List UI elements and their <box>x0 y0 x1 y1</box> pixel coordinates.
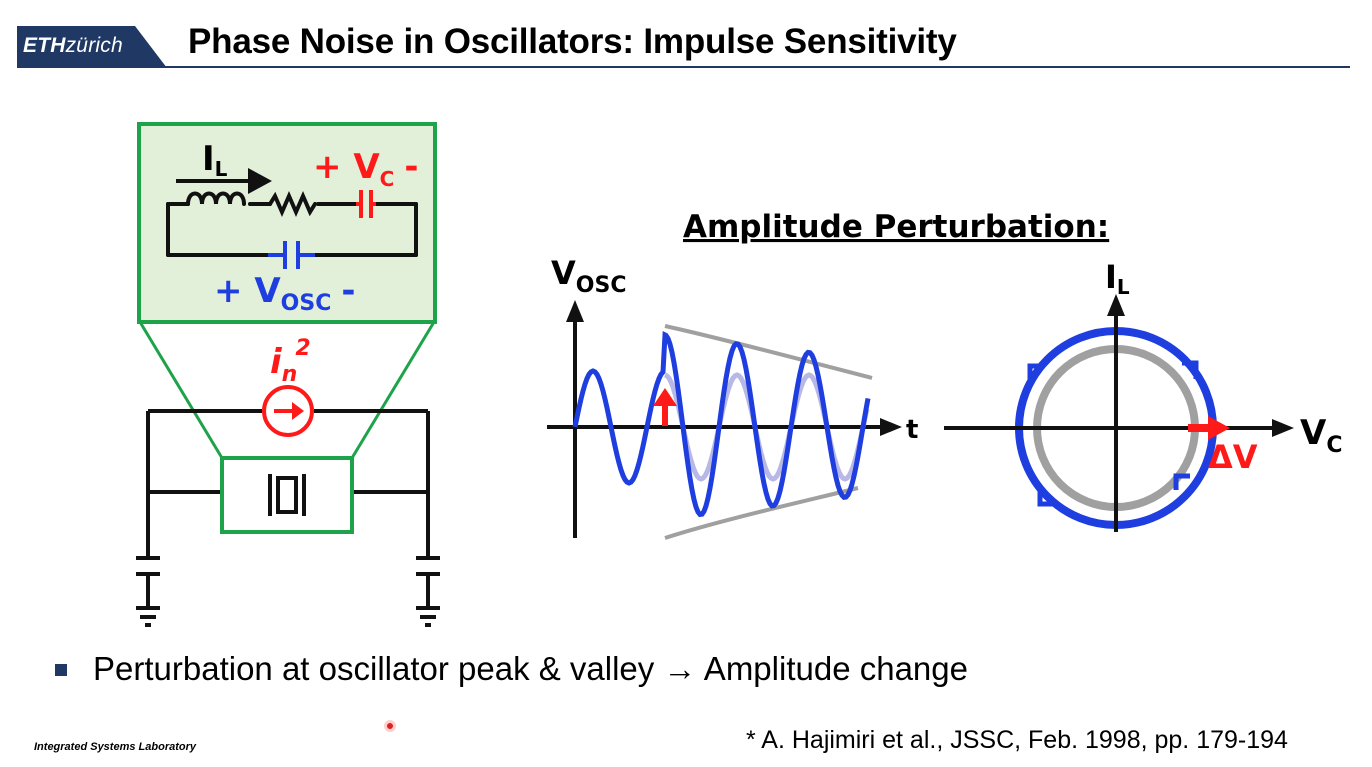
eth-logo: ETHzürich <box>23 34 123 57</box>
waveform-plot: VOSC t <box>547 254 918 540</box>
zoom-line-right <box>350 321 436 459</box>
perturbed-wave <box>572 331 871 518</box>
phase-x-label: VC <box>1300 413 1342 458</box>
bullet-marker <box>55 664 67 676</box>
footer-reference: * A. Hajimiri et al., JSSC, Feb. 1998, p… <box>746 726 1288 754</box>
circuit-diagram: IL + VC- + VOSC- <box>136 122 440 627</box>
waveform-x-label: t <box>906 415 918 445</box>
footer-lab-name: Integrated Systems Laboratory <box>34 741 196 753</box>
crystal-box <box>220 456 354 534</box>
vc-label: + VC- <box>313 147 418 191</box>
zoom-line-left <box>138 321 224 459</box>
phase-y-label: IL <box>1105 258 1130 299</box>
eth-logo-badge <box>17 26 167 68</box>
current-label: IL <box>202 139 228 181</box>
waveform-y-label: VOSC <box>551 254 626 298</box>
resistor-zigzag <box>268 191 317 217</box>
delta-v-label: ΔV <box>1208 438 1258 476</box>
bullet-text: Perturbation at oscillator peak & valley… <box>93 650 968 687</box>
resonator-zoom-box <box>137 122 437 324</box>
vosc-label: + VOSC- <box>214 271 355 316</box>
crystal-symbol <box>268 474 306 516</box>
perturbation-heading: Amplitude Perturbation: <box>683 209 1109 245</box>
inductor-coil <box>186 191 246 206</box>
phase-plane: IL VC ΔV <box>944 258 1342 532</box>
laser-pointer-dot <box>387 723 393 729</box>
title-divider <box>150 66 1350 68</box>
page-title: Phase Noise in Oscillators: Impulse Sens… <box>188 22 957 61</box>
envelope-top <box>664 324 873 380</box>
noise-label: in2 <box>270 336 311 387</box>
